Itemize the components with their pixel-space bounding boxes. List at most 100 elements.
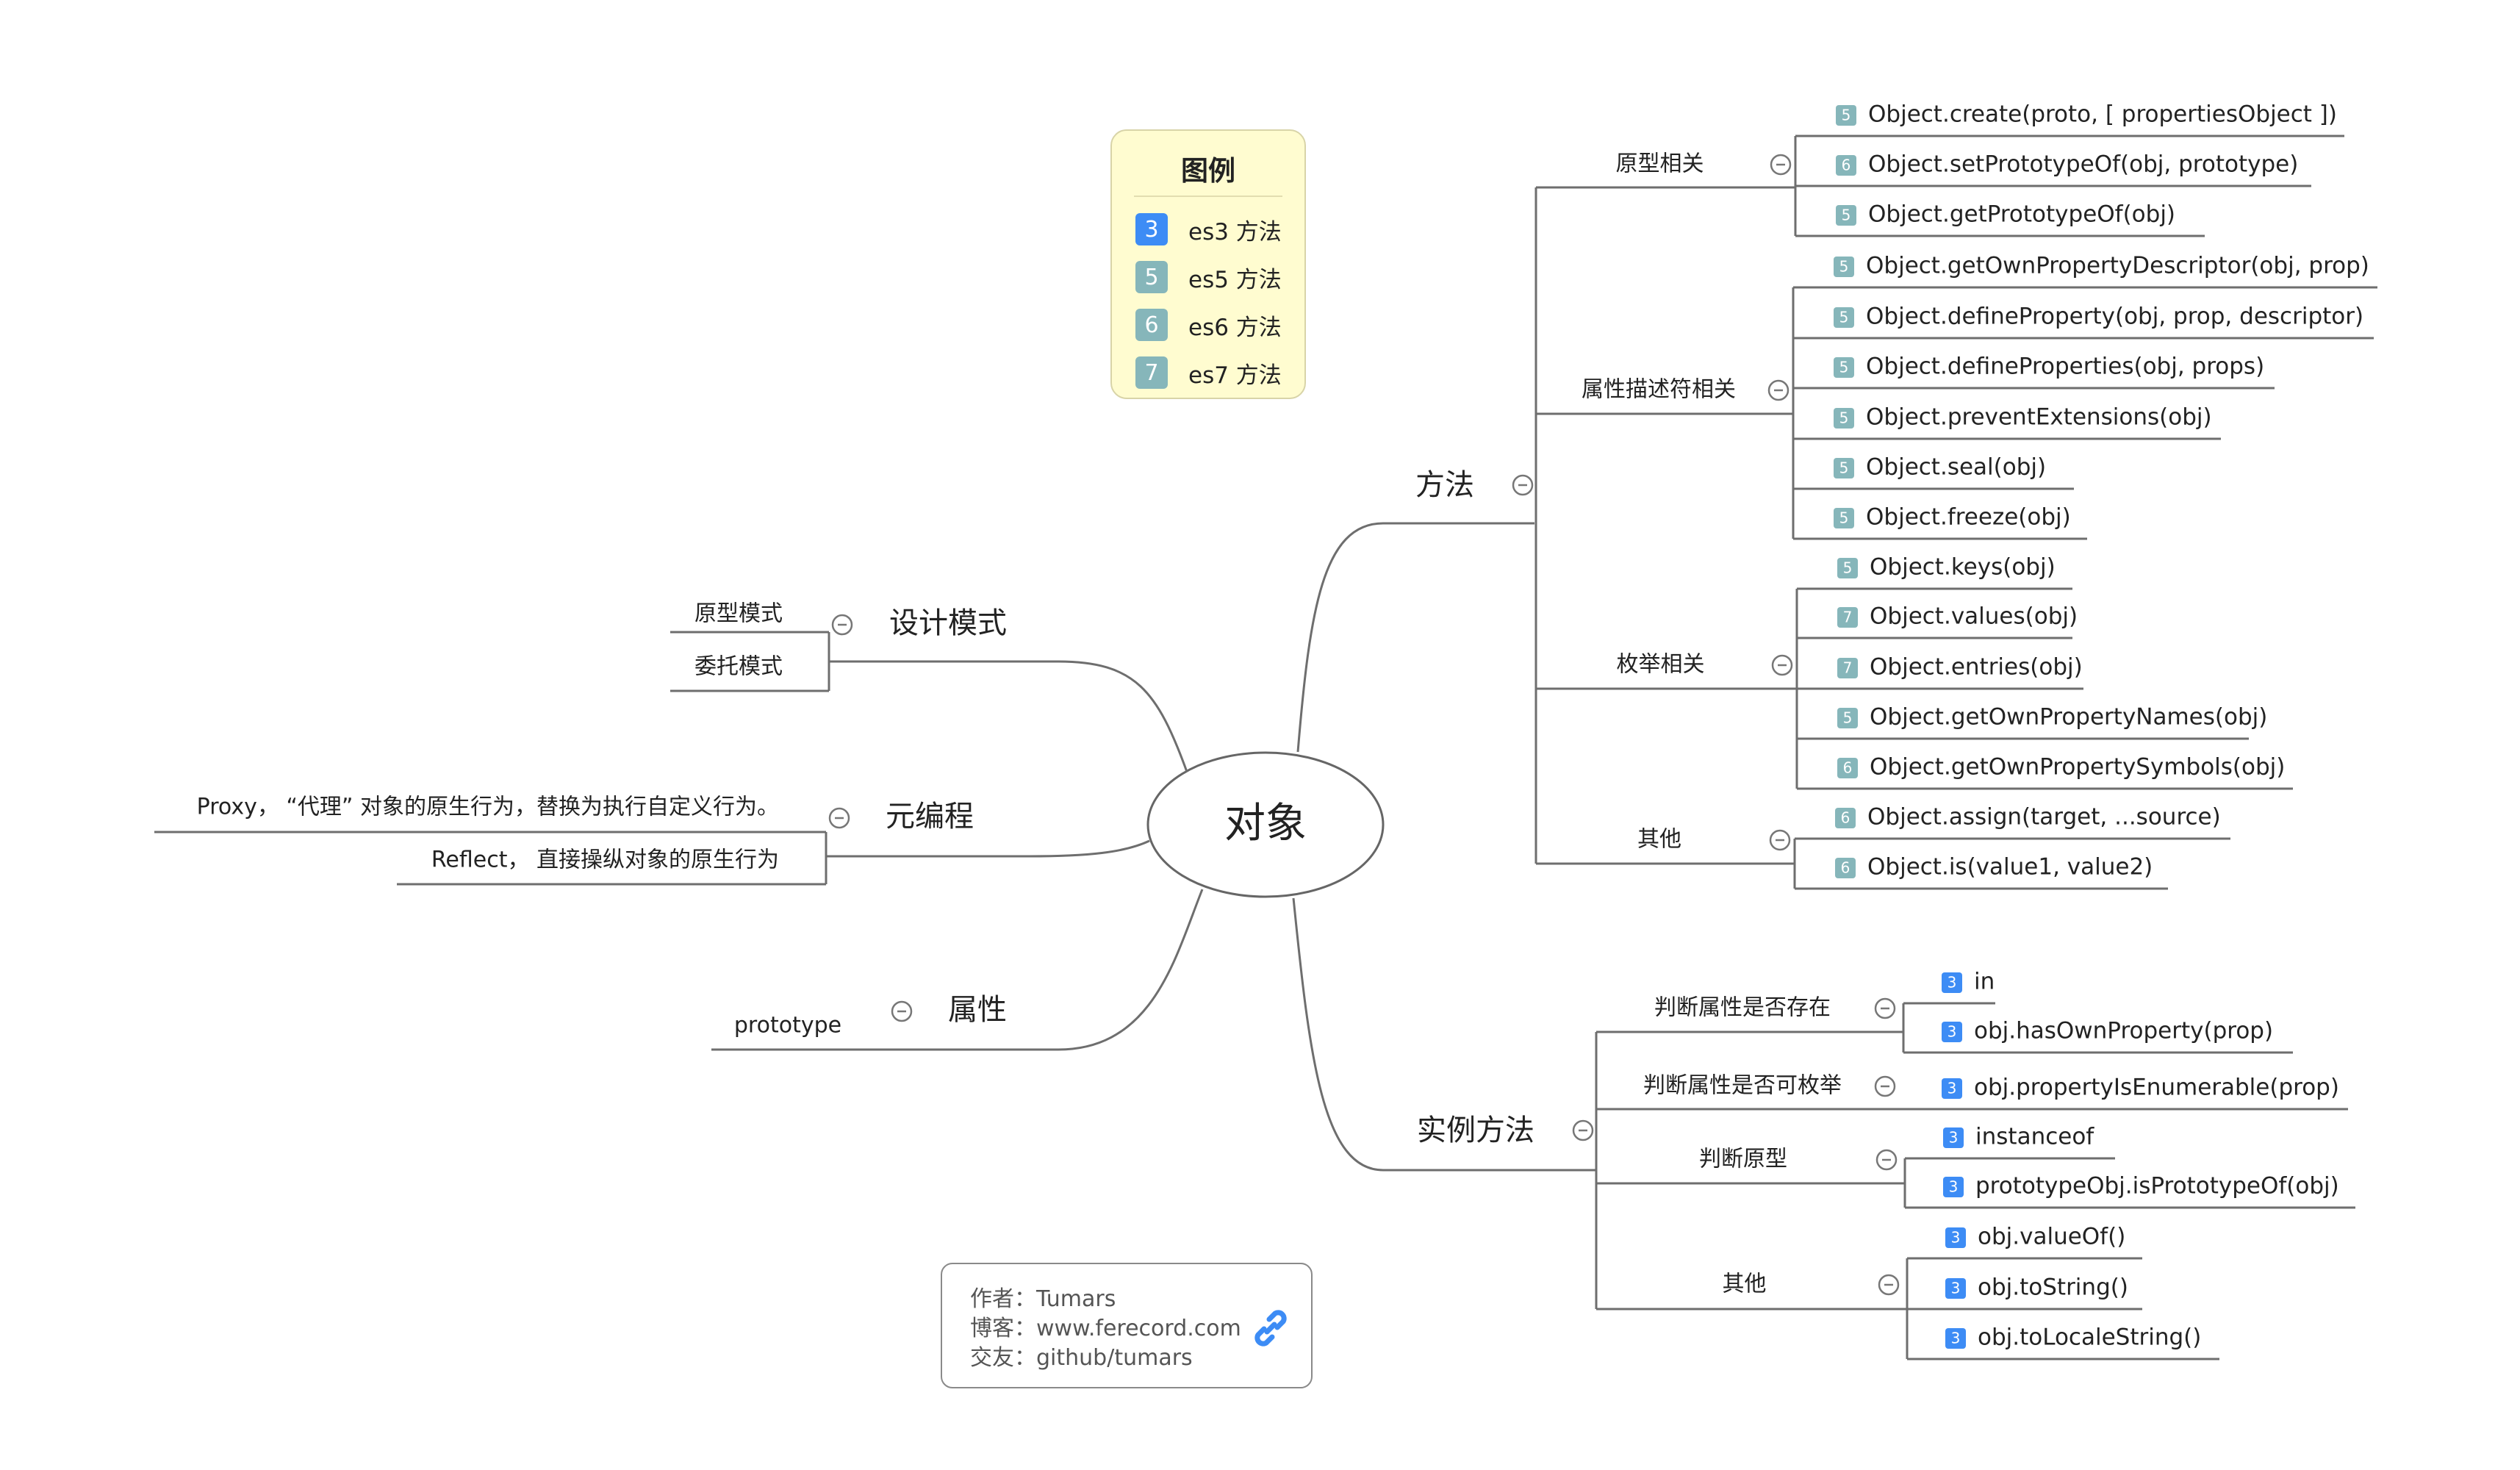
leaf-label: prototype	[734, 1013, 841, 1039]
method-label[interactable]: Object.defineProperties(obj, props)	[1866, 354, 2264, 380]
center-node	[1146, 751, 1385, 898]
legend-label: es7 方法	[1188, 362, 1282, 389]
version-badge-number: 6	[1842, 157, 1851, 174]
collapse-toggle-icon[interactable]	[1767, 379, 1790, 401]
es6-badge-icon: 6	[1135, 309, 1168, 341]
version-badge-icon	[1837, 558, 1858, 578]
group-label: 判断原型	[1699, 1147, 1787, 1172]
method-label[interactable]: instanceof	[1975, 1124, 2094, 1150]
method-label[interactable]: Object.keys(obj)	[1870, 554, 2056, 581]
method-label[interactable]: Object.defineProperty(obj, prop, descrip…	[1866, 304, 2363, 330]
method-label[interactable]: Object.getOwnPropertySymbols(obj)	[1870, 754, 2285, 781]
method-label[interactable]: Object.getOwnPropertyDescriptor(obj, pro…	[1866, 253, 2369, 279]
method-label[interactable]: Object.is(value1, value2)	[1867, 854, 2153, 881]
collapse-toggle-icon[interactable]	[1875, 1149, 1898, 1171]
version-badge-icon	[1834, 357, 1854, 378]
version-badge-number: 5	[1839, 309, 1849, 326]
method-label[interactable]: Object.entries(obj)	[1870, 654, 2083, 681]
version-badge-number: 5	[1843, 559, 1853, 577]
collapse-toggle-icon[interactable]	[828, 807, 850, 829]
version-badge-icon	[1943, 1177, 1964, 1197]
collapse-toggle-icon[interactable]	[1770, 154, 1792, 176]
version-badge-icon	[1837, 758, 1858, 778]
method-label[interactable]: Object.preventExtensions(obj)	[1866, 404, 2212, 431]
group-label: 其他	[1723, 1272, 1767, 1297]
version-badge-number: 3	[1948, 974, 1957, 992]
method-label[interactable]: prototypeObj.isPrototypeOf(obj)	[1975, 1173, 2339, 1200]
method-label[interactable]: obj.hasOwnProperty(prop)	[1974, 1018, 2273, 1044]
collapse-toggle-icon[interactable]	[1874, 1075, 1896, 1097]
center-node-label: 对象	[1224, 800, 1307, 847]
collapse-toggle-icon[interactable]	[1769, 829, 1791, 851]
method-label[interactable]: Object.getOwnPropertyNames(obj)	[1870, 704, 2267, 731]
version-badge-number: 5	[1842, 207, 1851, 224]
version-badge-number: 5	[1839, 509, 1849, 527]
group-label: 属性描述符相关	[1582, 377, 1736, 403]
version-badge-number: 3	[1951, 1229, 1961, 1247]
link-icon[interactable]	[1249, 1307, 1292, 1349]
branch-connector-props	[711, 889, 1204, 1051]
branch-label-methods: 方法	[1415, 468, 1474, 502]
version-badge-number: 7	[1843, 659, 1853, 677]
collapse-toggle-icon[interactable]	[1878, 1274, 1900, 1296]
leaf-label: Reflect， 直接操纵对象的原生行为	[431, 847, 779, 873]
method-label[interactable]: Object.getPrototypeOf(obj)	[1868, 201, 2175, 228]
group-label: 其他	[1637, 827, 1681, 853]
version-badge-icon	[1835, 858, 1856, 878]
legend-label: es6 方法	[1188, 314, 1282, 341]
version-badge-icon	[1942, 1078, 1962, 1099]
branch-connector-instance	[1292, 897, 1596, 1172]
method-label[interactable]: obj.propertyIsEnumerable(prop)	[1974, 1075, 2339, 1101]
legend-label: es5 方法	[1188, 266, 1282, 293]
method-label[interactable]: Object.create(proto, [ propertiesObject …	[1868, 101, 2337, 128]
method-label[interactable]: Object.values(obj)	[1870, 603, 2078, 630]
version-badge-icon	[1834, 508, 1854, 528]
github-line: 交友：github/tumars	[970, 1345, 1193, 1371]
collapse-toggle-icon[interactable]	[1572, 1119, 1594, 1141]
version-badge-number: 5	[1839, 409, 1849, 427]
version-badge-number: 6	[1843, 759, 1853, 777]
version-badge-icon	[1942, 972, 1962, 993]
branch-label-design: 设计模式	[889, 606, 1007, 640]
collapse-toggle-icon[interactable]	[1874, 997, 1896, 1019]
legend-divider	[1134, 196, 1282, 197]
collapse-toggle-icon[interactable]	[831, 614, 853, 636]
version-badge-number: 5	[1842, 107, 1851, 124]
es7-badge-icon: 7	[1135, 356, 1168, 389]
version-badge-icon	[1837, 708, 1858, 728]
collapse-toggle-icon[interactable]	[1771, 654, 1793, 676]
method-label[interactable]: Object.seal(obj)	[1866, 454, 2046, 481]
version-badge-icon	[1834, 307, 1854, 328]
version-badge-icon	[1837, 607, 1858, 628]
group-label: 判断属性是否可枚举	[1643, 1073, 1842, 1099]
version-badge-icon	[1837, 658, 1858, 678]
method-label[interactable]: Object.setPrototypeOf(obj, prototype)	[1868, 151, 2298, 178]
version-badge-number: 6	[1841, 809, 1850, 827]
collapse-toggle-icon[interactable]	[1512, 474, 1534, 496]
version-badge-number: 5	[1839, 359, 1849, 376]
author-info-box: 作者：Tumars 博客：www.ferecord.com 交友：github/…	[941, 1263, 1313, 1388]
version-badge-number: 3	[1951, 1330, 1961, 1347]
version-badge-icon	[1945, 1227, 1966, 1248]
branch-connector-methods	[1296, 522, 1534, 753]
method-label[interactable]: Object.assign(target, ...source)	[1867, 804, 2221, 831]
method-label[interactable]: obj.toLocaleString()	[1978, 1324, 2201, 1351]
group-label: 原型相关	[1616, 151, 1704, 177]
version-badge-number: 3	[1949, 1178, 1959, 1196]
version-badge-icon	[1834, 458, 1854, 478]
legend-title: 图例	[1181, 155, 1235, 187]
version-badge-icon	[1943, 1127, 1964, 1148]
legend-item-es5: 5 es5 方法	[1135, 261, 1282, 293]
method-label[interactable]: obj.toString()	[1978, 1274, 2128, 1301]
branch-label-instance: 实例方法	[1417, 1114, 1534, 1147]
method-label[interactable]: in	[1974, 969, 1995, 995]
version-badge-number: 3	[1951, 1280, 1961, 1297]
version-badge-number: 5	[1839, 459, 1849, 477]
legend-label: es3 方法	[1188, 218, 1282, 245]
method-label[interactable]: obj.valueOf()	[1978, 1224, 2125, 1250]
branch-connector-design	[829, 660, 1188, 772]
version-badge-number: 3	[1948, 1080, 1957, 1097]
method-label[interactable]: Object.freeze(obj)	[1866, 504, 2071, 531]
collapse-toggle-icon[interactable]	[891, 1000, 913, 1022]
